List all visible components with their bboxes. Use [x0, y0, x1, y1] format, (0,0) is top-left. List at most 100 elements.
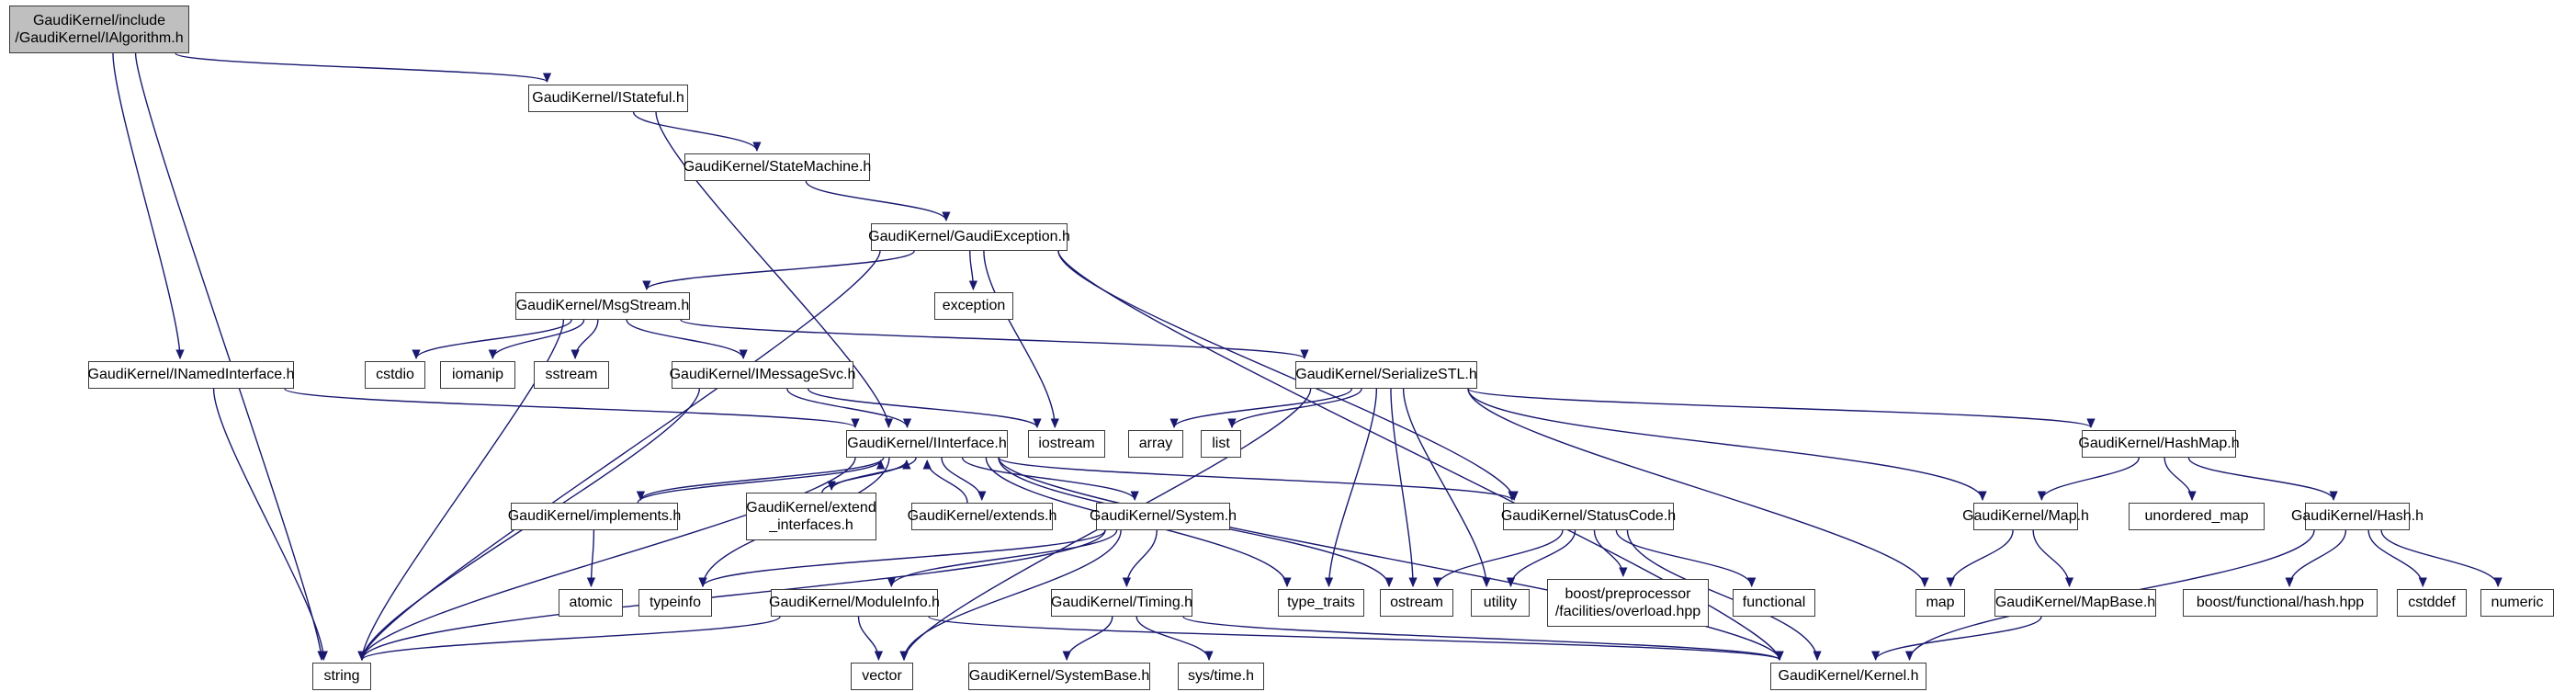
edge-moduleinfo-to-vector: [857, 616, 884, 662]
edge-gaudiexception-to-iostream: [983, 250, 1059, 429]
node-exception: exception: [934, 292, 1013, 320]
edge-system-to-string: [357, 529, 1106, 662]
node-string: string: [312, 663, 371, 690]
edge-iinterface-to-extends: [941, 457, 987, 502]
edge-msgstream-to-sstream: [571, 319, 599, 360]
edge-gaudiexception-to-string: [357, 250, 881, 662]
edge-implements-to-iinterface: [637, 459, 886, 504]
edge-timing-to-systime: [1135, 616, 1214, 662]
node-hashmap[interactable]: GaudiKernel/HashMap.h: [2078, 430, 2240, 458]
node-cstddef: cstddef: [2397, 589, 2467, 617]
edge-hash-to-cstddef: [2367, 529, 2427, 588]
node-system[interactable]: GaudiKernel/System.h: [1090, 503, 1237, 530]
edge-system-to-timing: [1122, 529, 1158, 588]
node-cstdio: cstdio: [365, 361, 425, 389]
node-mapstd: map: [1915, 589, 1965, 617]
edge-hashmap-to-gmap: [2037, 457, 2140, 502]
node-statemachine[interactable]: GaudiKernel/StateMachine.h: [684, 153, 871, 181]
edge-statuscode-to-ostream: [1432, 529, 1564, 588]
edge-implements-to-atomic: [586, 529, 596, 588]
node-extendinterfaces[interactable]: GaudiKernel/extend _interfaces.h: [746, 493, 876, 540]
edge-iinterface-to-statuscode: [998, 457, 1517, 502]
node-extends[interactable]: GaudiKernel/extends.h: [908, 503, 1056, 530]
edge-statuscode-to-utility: [1506, 529, 1576, 588]
node-imessagesvc[interactable]: GaudiKernel/IMessageSvc.h: [670, 361, 855, 389]
node-gmap[interactable]: GaudiKernel/Map.h: [1962, 503, 2089, 530]
node-iostream: iostream: [1028, 430, 1105, 458]
node-systembase[interactable]: GaudiKernel/SystemBase.h: [968, 663, 1150, 690]
edge-iinterface-to-extendinterfaces: [827, 457, 917, 492]
node-istateful[interactable]: GaudiKernel/IStateful.h: [528, 85, 688, 112]
node-boosthash: boost/functional/hash.hpp: [2183, 589, 2378, 617]
node-atomic: atomic: [559, 589, 623, 617]
edge-mapbase-to-kernel: [1871, 616, 2042, 662]
edge-inamedinterface-to-string: [212, 388, 328, 662]
edge-statuscode-to-functional: [1615, 529, 1757, 588]
node-list: list: [1201, 430, 1241, 458]
edge-hash-to-boosthash: [2285, 529, 2347, 588]
node-iomanip: iomanip: [440, 361, 515, 389]
edge-serializestl-to-list: [1227, 388, 1362, 429]
node-implements[interactable]: GaudiKernel/implements.h: [508, 503, 681, 530]
edge-serializestl-to-array: [1169, 388, 1353, 429]
edge-moduleinfo-to-kernel: [928, 616, 1784, 662]
node-utility: utility: [1471, 589, 1530, 617]
edge-gaudiexception-to-msgstream: [642, 250, 915, 291]
node-systime: sys/time.h: [1178, 663, 1264, 690]
edge-gaudiexception-to-statuscode: [1057, 250, 1519, 502]
node-array: array: [1128, 430, 1183, 458]
edge-msgstream-to-iomanip: [488, 319, 585, 360]
edge-hashmap-to-hash: [2187, 457, 2338, 502]
edge-imessagesvc-to-iostream: [807, 388, 1042, 429]
edge-istateful-to-iinterface: [655, 111, 893, 429]
edge-inamedinterface-to-iinterface: [284, 388, 860, 429]
edge-ialgorithm-to-istateful: [175, 52, 551, 84]
edge-statemachine-to-gaudiexception: [805, 180, 951, 222]
node-timing[interactable]: GaudiKernel/Timing.h: [1051, 589, 1192, 617]
node-sstream: sstream: [534, 361, 609, 389]
edge-gaudiexception-to-kernel: [1057, 250, 1784, 662]
edge-extends-to-iinterface: [922, 459, 968, 504]
node-functional: functional: [1733, 589, 1815, 617]
node-typetraits: type_traits: [1278, 589, 1364, 617]
edge-timing-to-kernel: [1182, 616, 1784, 662]
node-msgstream[interactable]: GaudiKernel/MsgStream.h: [515, 292, 690, 320]
edge-iinterface-to-kernel: [998, 457, 1784, 662]
edge-hashmap-to-unorderedmap: [2164, 457, 2197, 502]
node-vector: vector: [851, 663, 913, 690]
node-hash[interactable]: GaudiKernel/Hash.h: [2291, 503, 2423, 530]
edge-iinterface-to-implements: [636, 457, 885, 502]
node-iinterface[interactable]: GaudiKernel/IInterface.h: [846, 430, 1008, 458]
edge-statuscode-to-boostoverload: [1593, 529, 1628, 578]
node-numeric: numeric: [2480, 589, 2554, 617]
edge-serializestl-to-ostream: [1390, 388, 1418, 588]
edge-system-to-vector: [899, 529, 1122, 662]
edge-serializestl-to-gmap: [1467, 388, 1987, 502]
edge-gmap-to-mapbase: [2032, 529, 2074, 588]
edge-extendinterfaces-to-iinterface: [821, 459, 911, 493]
node-ostream: ostream: [1380, 589, 1453, 617]
edge-moduleinfo-to-string: [357, 616, 781, 662]
edge-imessagesvc-to-iinterface: [786, 388, 912, 429]
edge-ialgorithm-to-inamedinterface: [112, 52, 185, 360]
edge-ialgorithm-to-string: [134, 52, 326, 662]
edge-msgstream-to-string: [357, 319, 565, 662]
edge-serializestl-to-utility: [1402, 388, 1491, 588]
edge-istateful-to-statemachine: [632, 111, 762, 153]
node-kernel[interactable]: GaudiKernel/Kernel.h: [1770, 663, 1926, 690]
node-ialgorithm: GaudiKernel/include /GaudiKernel/IAlgori…: [9, 6, 189, 53]
edge-msgstream-to-cstdio: [412, 319, 572, 360]
node-moduleinfo[interactable]: GaudiKernel/ModuleInfo.h: [769, 589, 940, 617]
node-statuscode[interactable]: GaudiKernel/StatusCode.h: [1501, 503, 1676, 530]
node-mapbase[interactable]: GaudiKernel/MapBase.h: [1994, 589, 2156, 617]
node-unorderedmap: unordered_map: [2129, 503, 2265, 530]
edge-system-to-moduleinfo: [887, 529, 1118, 588]
node-gaudiexception[interactable]: GaudiKernel/GaudiException.h: [868, 223, 1070, 251]
node-inamedinterface[interactable]: GaudiKernel/INamedInterface.h: [88, 361, 295, 389]
edge-system-to-typeinfo: [698, 529, 1106, 588]
edge-serializestl-to-mapstd: [1467, 388, 1929, 588]
node-serializestl[interactable]: GaudiKernel/SerializeSTL.h: [1295, 361, 1477, 389]
node-boostoverload: boost/preprocessor /facilities/overload.…: [1547, 579, 1709, 627]
